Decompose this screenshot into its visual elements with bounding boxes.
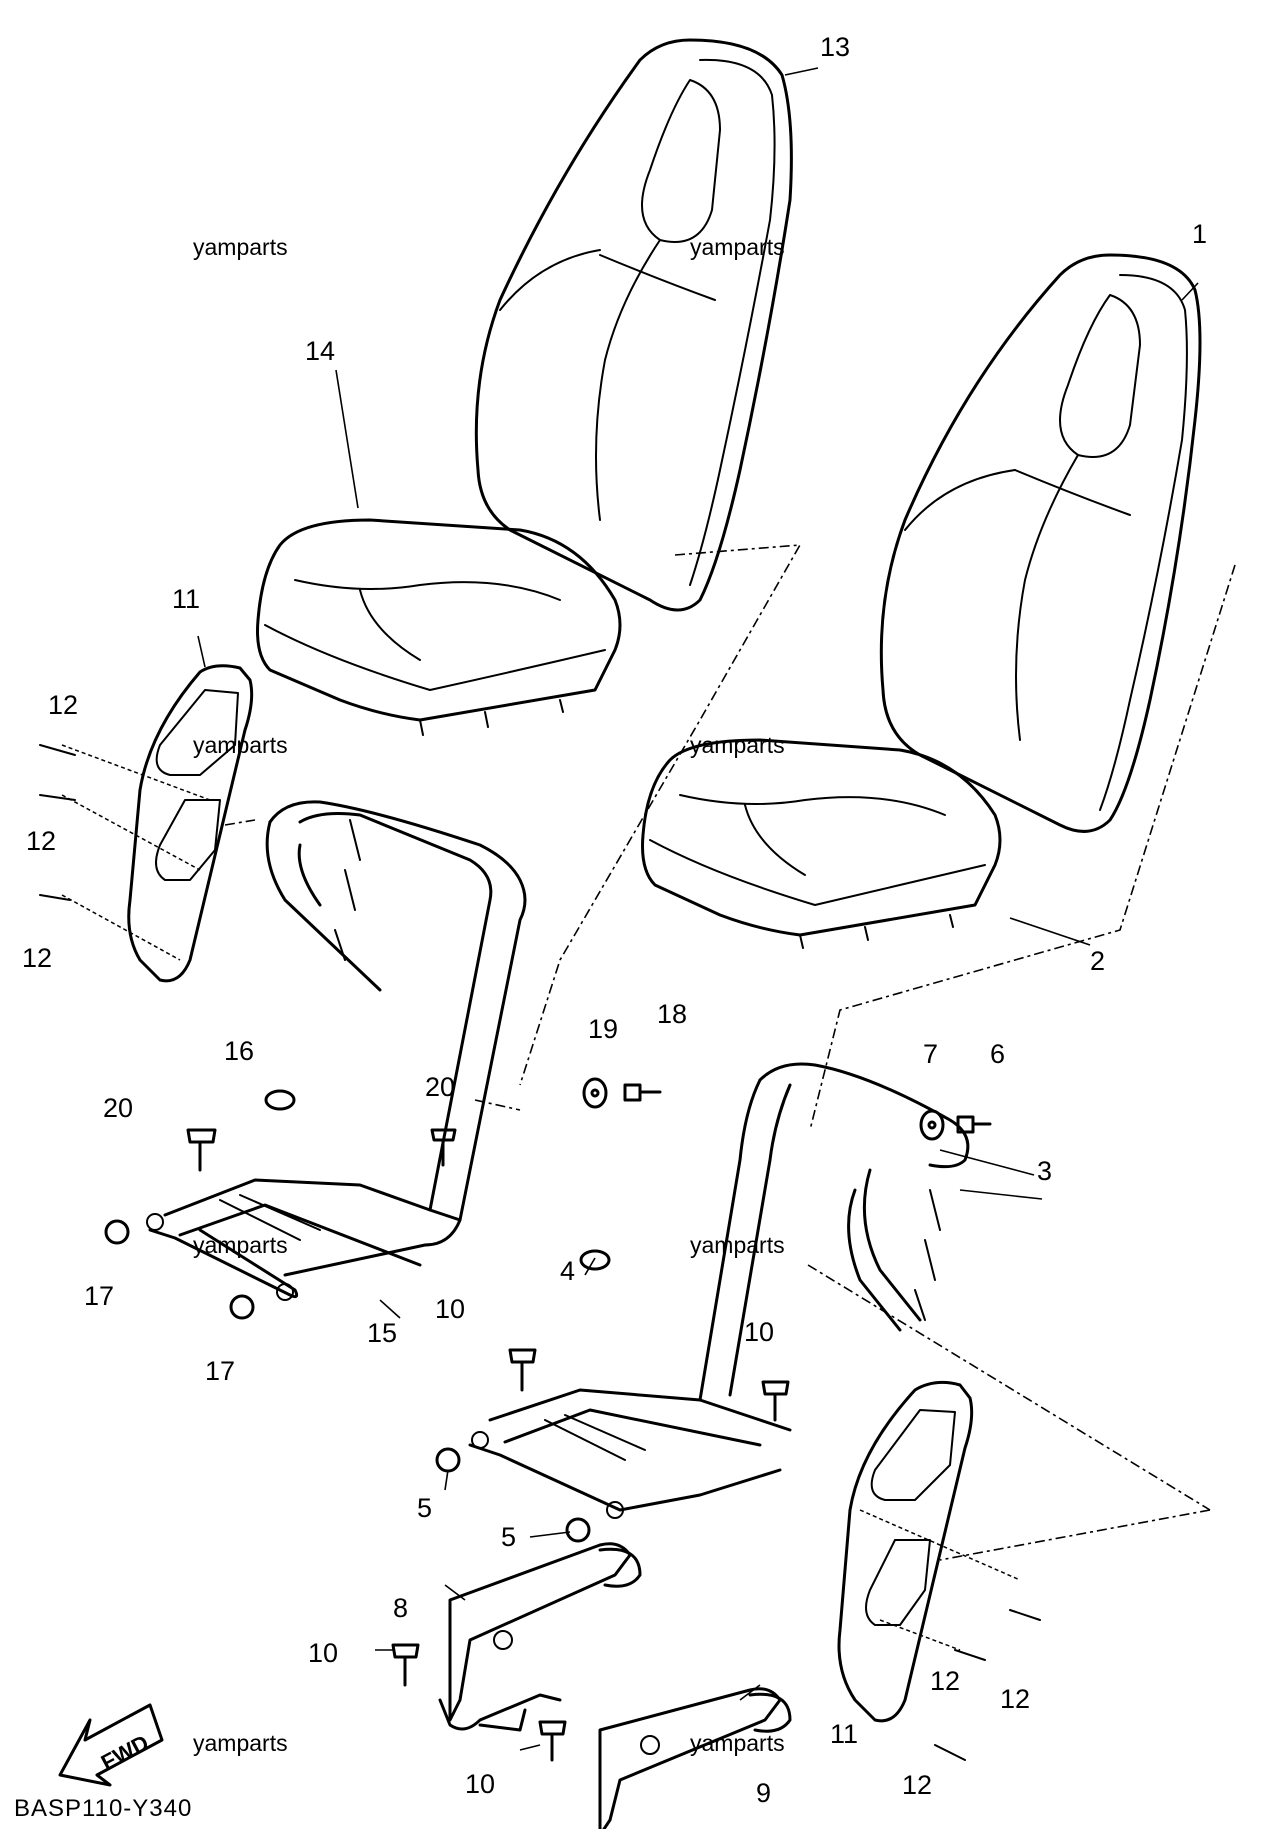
callout-5-a: 5 <box>417 1493 432 1523</box>
callout-numbers: 13 1 14 11 12 12 12 2 16 19 18 20 20 7 6… <box>22 32 1207 1808</box>
callout-6: 6 <box>990 1039 1005 1069</box>
seat-rail-8 <box>438 1542 642 1732</box>
callout-1: 1 <box>1192 219 1207 249</box>
hardware <box>39 744 1041 1762</box>
watermark: yamparts <box>193 1730 288 1756</box>
watermark: yamparts <box>690 732 785 758</box>
watermark: yamparts <box>193 234 288 260</box>
watermark: yamparts <box>690 234 785 260</box>
callout-12-left-a: 12 <box>48 690 78 720</box>
callout-5-b: 5 <box>501 1522 516 1552</box>
callout-10-a: 10 <box>435 1294 465 1324</box>
watermark: yamparts <box>690 1232 785 1258</box>
left-side-panel <box>61 664 254 983</box>
callout-14: 14 <box>305 336 335 366</box>
fwd-label: FWD <box>97 1730 153 1776</box>
callout-16: 16 <box>224 1036 254 1066</box>
watermark: yamparts <box>193 732 288 758</box>
callout-20-mid: 20 <box>425 1072 455 1102</box>
callout-15: 15 <box>367 1318 397 1348</box>
callout-10-c: 10 <box>308 1638 338 1668</box>
watermark: yamparts <box>690 1730 785 1756</box>
leader-lines <box>197 67 1236 1751</box>
watermarks: yamparts yamparts yamparts yamparts yamp… <box>193 234 785 1756</box>
callout-17-b: 17 <box>205 1356 235 1386</box>
callout-13: 13 <box>820 32 850 62</box>
left-seat-backrest <box>474 38 793 612</box>
callout-12-right-a: 12 <box>930 1666 960 1696</box>
callout-17-a: 17 <box>84 1281 114 1311</box>
callout-11-right: 11 <box>830 1719 858 1749</box>
callout-10-b: 10 <box>744 1317 774 1347</box>
callout-12-left-c: 12 <box>22 943 52 973</box>
right-seat-frame <box>468 1062 970 1519</box>
watermark: yamparts <box>193 1232 288 1258</box>
callout-7: 7 <box>923 1039 938 1069</box>
forward-direction-arrow: FWD <box>58 1703 164 1787</box>
callout-2: 2 <box>1090 946 1105 976</box>
callout-18: 18 <box>657 999 687 1029</box>
left-seat-cushion <box>256 518 622 736</box>
callout-9: 9 <box>756 1778 771 1808</box>
callout-10-d: 10 <box>465 1769 495 1799</box>
callout-11-left: 11 <box>172 584 200 614</box>
callout-12-right-c: 12 <box>902 1770 932 1800</box>
callout-8: 8 <box>393 1593 408 1623</box>
left-seat-frame <box>146 800 527 1301</box>
callout-12-left-b: 12 <box>26 826 56 856</box>
right-seat-cushion <box>641 738 1002 949</box>
callout-12-right-b: 12 <box>1000 1684 1030 1714</box>
callout-4: 4 <box>560 1256 575 1286</box>
callout-3: 3 <box>1037 1156 1052 1186</box>
diagram-code: BASP110-Y340 <box>14 1795 192 1822</box>
right-seat-backrest <box>879 253 1202 833</box>
callout-20-left: 20 <box>103 1093 133 1123</box>
callout-19: 19 <box>588 1014 618 1044</box>
right-side-panel <box>837 1380 1021 1723</box>
